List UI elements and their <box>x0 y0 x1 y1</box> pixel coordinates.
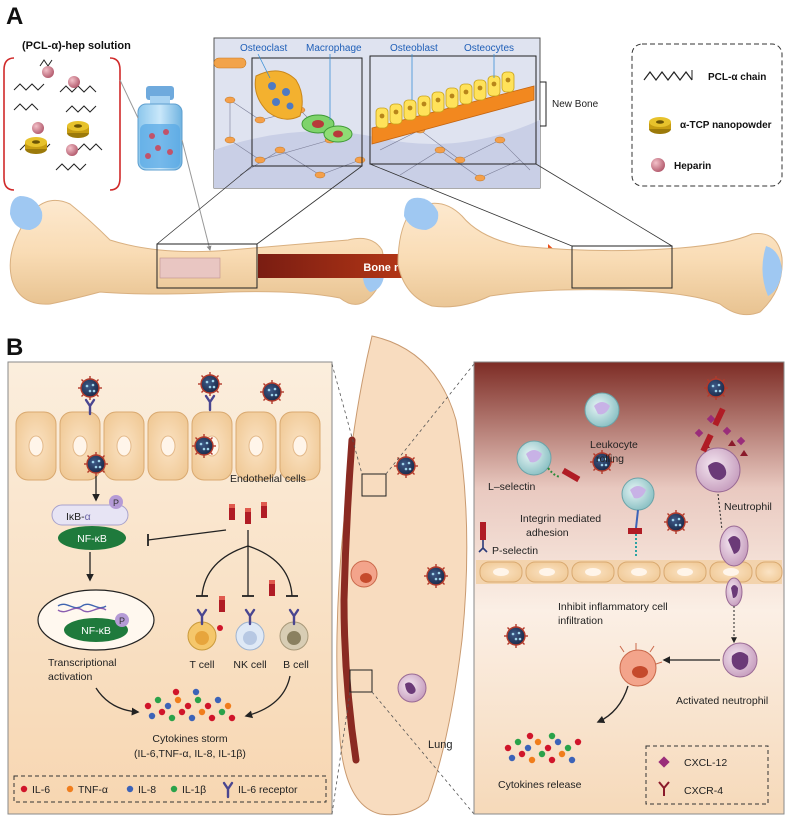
legend-cxcr4: CXCR-4 <box>684 785 723 797</box>
cytokines-storm-cluster <box>144 688 236 722</box>
t-cell: T cell <box>187 608 223 671</box>
label-phospho-nucleus: P <box>119 616 125 626</box>
label-nfkb: NF-κB <box>77 533 107 545</box>
cxcr4-icon <box>658 781 670 796</box>
legend-tnf: TNF-α <box>78 784 108 796</box>
label-osteoblast: Osteoblast <box>390 43 438 54</box>
label-transcription-2: activation <box>48 671 93 683</box>
solution-bracket-left <box>3 57 15 191</box>
label-integrin-2: adhesion <box>526 527 569 539</box>
label-nfkb-nucleus: NF-κB <box>81 625 111 637</box>
label-macrophage: Macrophage <box>306 43 362 54</box>
label-l-selectin: L–selectin <box>488 481 535 493</box>
label-osteoclast: Osteoclast <box>240 43 287 54</box>
panel-b-letter: B <box>6 334 23 361</box>
solution-sketch: (PCL-α)-hep solution <box>3 40 131 191</box>
label-phospho-ikb: P <box>113 498 119 508</box>
legend-pcl-chain: PCL-α chain <box>708 72 766 83</box>
vessel-wall <box>476 560 783 584</box>
tcp-icon <box>649 117 671 134</box>
lung: Lung <box>336 335 468 816</box>
label-t-cell: T cell <box>190 659 215 671</box>
ikb-complex: IκB-α P NF-κB <box>51 495 129 550</box>
legend-il6: IL-6 <box>32 784 50 796</box>
label-neutrophil: Neutrophil <box>724 501 772 513</box>
leukocyte-integrin <box>621 477 655 558</box>
cytokines-release-cluster <box>504 732 582 764</box>
label-new-bone: New Bone <box>552 99 599 110</box>
legend-il1b: IL-1β <box>182 784 206 796</box>
legend-cxcl12: CXCL-12 <box>684 757 727 769</box>
panel-a-letter: A <box>6 3 23 30</box>
cxcl12-icon <box>658 756 670 768</box>
label-activated-neutrophil: Activated neutrophil <box>676 695 768 707</box>
vial-pointer-1 <box>119 79 139 119</box>
panel-b: B Endothelial cells <box>6 334 785 816</box>
heparin-icon <box>651 158 665 172</box>
label-rolling: rolling <box>596 453 624 465</box>
panel-a-legend: PCL-α chain α-TCP nanopowder Heparin <box>631 43 783 187</box>
macrophage-cell <box>619 643 663 687</box>
nfkb-complex <box>58 526 126 550</box>
panel-b-left-legend: IL-6 TNF-α IL-8 IL-1β IL-6 receptor <box>13 775 327 803</box>
label-ikb: IκB-α <box>66 511 91 523</box>
activated-neutrophil <box>722 642 758 678</box>
panel-b-right: Leukocyte rolling L–selectin Integrin me… <box>473 361 785 815</box>
vial <box>137 86 183 171</box>
label-b-cell: B cell <box>283 659 309 671</box>
bone-left <box>9 196 385 305</box>
panel-a: A (PCL-α)-hep solution <box>3 3 783 316</box>
bone-tissue-inset: Osteoclast Macrophage Osteoblast Osteocy… <box>213 37 599 189</box>
leukocyte-lselectin <box>516 440 581 483</box>
zoom-lines-b <box>331 363 475 815</box>
bone-right <box>397 197 783 316</box>
zoom-lines-a <box>156 163 673 247</box>
label-leukocyte: Leukocyte <box>590 439 638 451</box>
solution-bracket-right <box>109 57 121 191</box>
label-lung: Lung <box>428 739 452 751</box>
label-nk-cell: NK cell <box>233 659 266 671</box>
cxcl12-cluster <box>694 407 746 453</box>
legend-il8: IL-8 <box>138 784 156 796</box>
pcl-chain-icon <box>643 71 693 81</box>
panel-b-left: Endothelial cells IκB-α P NF-κB <box>7 361 333 815</box>
b-cell: B cell <box>279 608 309 671</box>
vial-pointer-2 <box>181 139 212 251</box>
label-osteocytes: Osteocytes <box>464 43 514 54</box>
label-integrin-1: Integrin mediated <box>520 513 601 525</box>
label-cytokines-release: Cytokines release <box>498 779 582 791</box>
phospho-ikb <box>109 495 123 509</box>
nucleus: NF-κB P <box>37 589 155 651</box>
label-p-selectin: P-selectin <box>492 545 538 557</box>
neutrophil-transmigrating <box>719 525 749 607</box>
label-inhibit-1: Inhibit inflammatory cell <box>558 601 668 613</box>
endothelial-layer <box>15 411 321 481</box>
label-transcription-1: Transcriptional <box>48 657 116 669</box>
legend-il6-receptor: IL-6 receptor <box>238 784 298 796</box>
legend-heparin: Heparin <box>674 161 711 172</box>
label-endothelial-cells: Endothelial cells <box>230 473 306 485</box>
nfkb-nucleus <box>64 618 128 642</box>
label-inhibit-2: infiltration <box>558 615 603 627</box>
label-cytokines-list: (IL-6,TNF-α, IL-8, IL-1β) <box>134 748 246 760</box>
phospho-nucleus <box>115 613 129 627</box>
nk-cell: NK cell <box>233 608 267 671</box>
legend-tcp: α-TCP nanopowder <box>680 120 772 131</box>
new-bone-bracket <box>540 81 547 127</box>
panel-b-right-legend: CXCL-12 CXCR-4 <box>645 745 769 805</box>
solution-title: (PCL-α)-hep solution <box>22 40 131 52</box>
leukocyte-top <box>584 392 620 428</box>
label-cytokines-storm: Cytokines storm <box>152 733 228 745</box>
